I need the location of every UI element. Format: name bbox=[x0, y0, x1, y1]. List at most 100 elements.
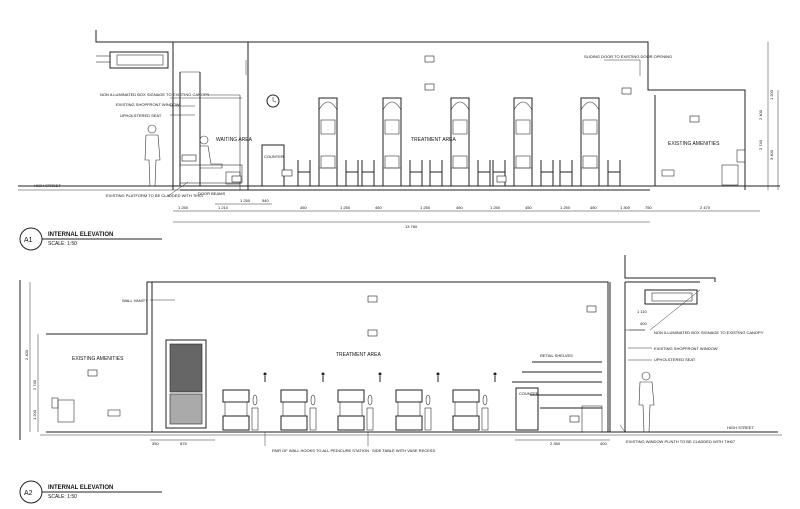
a2-seat-label: UPHOLSTERED SEAT bbox=[654, 357, 696, 362]
a2-street-label: HIGH STREET bbox=[727, 425, 754, 430]
chair-icon bbox=[607, 160, 621, 186]
vase-icon bbox=[482, 394, 488, 406]
chair-icon bbox=[559, 160, 573, 186]
treatment-station bbox=[297, 97, 359, 187]
treatment-station bbox=[492, 97, 554, 187]
a1-vert-dim-label: 2 740 bbox=[758, 139, 763, 150]
elevation-marker-a1 bbox=[19, 227, 162, 251]
a1-vert-dim-label: 2 400 bbox=[758, 109, 763, 120]
elevation-a2 bbox=[19, 255, 782, 446]
treatment-station bbox=[429, 97, 491, 187]
a1-treatment-label: TREATMENT AREA bbox=[411, 137, 456, 143]
side-table bbox=[309, 407, 317, 431]
treatment-station bbox=[361, 97, 423, 187]
a1-dim-label: 2 470 bbox=[700, 205, 711, 210]
chair-icon bbox=[409, 160, 423, 186]
side-table bbox=[481, 407, 489, 431]
a1-dim-label: 1 250 bbox=[490, 205, 501, 210]
a1-dim-label: 750 bbox=[645, 205, 652, 210]
pedicure-station bbox=[280, 372, 325, 431]
a1-dim-label: 450 bbox=[525, 205, 532, 210]
a1-signage-label: NON ILLUMINATED BOX SIGNAGE TO EXISTING … bbox=[100, 92, 210, 97]
a1-dim-label: 1 250 bbox=[340, 205, 351, 210]
a2-dim-label: 875 bbox=[180, 441, 187, 446]
a1-street-label: HIGH STREET bbox=[34, 183, 61, 188]
a2-vert-dim-label: 2 400 bbox=[24, 349, 29, 360]
vase-icon bbox=[310, 394, 316, 406]
seated-figure-icon bbox=[199, 135, 223, 169]
retail-shelves bbox=[512, 361, 602, 409]
a2-dim-label: 350 bbox=[152, 441, 159, 446]
chair-icon bbox=[540, 160, 554, 186]
pedicure-station bbox=[452, 372, 497, 431]
vase-icon bbox=[367, 394, 373, 406]
pedicure-station bbox=[222, 372, 267, 431]
a1-dim-label: 1 250 bbox=[178, 205, 189, 210]
a1-dim-label: 1 250 bbox=[560, 205, 571, 210]
elevation-marker-a2 bbox=[19, 480, 162, 504]
a1-scale: SCALE: 1:50 bbox=[48, 241, 77, 247]
a2-plinth-label: EXISTING WINDOW PLINTH TO BE CLADDED WIT… bbox=[626, 439, 736, 444]
a2-signage-label: NON ILLUMINATED BOX SIGNAGE TO EXISTING … bbox=[654, 330, 764, 335]
a2-hooks-label: PAIR OF WALL HOOKS TO ALL PEDICURE STATI… bbox=[272, 448, 369, 453]
a2-vert-dim-label: 1 200 bbox=[32, 409, 37, 420]
treatment-stations-a2 bbox=[222, 372, 497, 431]
a2-side-table-label: SIDE TABLE WITH VASE RECESS bbox=[372, 448, 435, 453]
chair-icon bbox=[345, 160, 359, 186]
chair-icon bbox=[429, 160, 443, 186]
a1-door-beam-label: DOOR BEAMS bbox=[198, 191, 225, 196]
vase-icon bbox=[252, 394, 258, 406]
a1-shopfront-label: EXISTING SHOPFRONT WINDOW bbox=[116, 102, 180, 107]
a1-dim-label: 450 bbox=[456, 205, 463, 210]
a1-dim-label: 13 760 bbox=[405, 224, 418, 229]
side-table bbox=[251, 407, 259, 431]
a2-title: INTERNAL ELEVATION bbox=[48, 485, 113, 491]
a2-dim-label: 400 bbox=[640, 321, 647, 326]
a2-amenities-label: EXISTING AMENITIES bbox=[72, 356, 124, 362]
side-table bbox=[424, 407, 432, 431]
pedicure-station bbox=[337, 372, 382, 431]
a2-dim-label: 400 bbox=[600, 441, 607, 446]
a1-seat-label: UPHOLSTERED SEAT bbox=[120, 113, 162, 118]
clock-icon bbox=[266, 94, 280, 108]
treatment-stations-a1 bbox=[297, 97, 621, 187]
a1-vert-dim-label: 1 200 bbox=[769, 89, 774, 100]
a2-scale: SCALE: 1:50 bbox=[48, 494, 77, 500]
a2-dim-label: 1 110 bbox=[637, 309, 647, 314]
a1-counter-label: COUNTER bbox=[264, 154, 284, 159]
treatment-station bbox=[559, 97, 621, 187]
chair-icon bbox=[297, 160, 311, 186]
a2-counter-label: COUNTER bbox=[519, 391, 539, 396]
a1-amenities-label: EXISTING AMENITIES bbox=[668, 141, 720, 147]
elevation-a1 bbox=[18, 30, 780, 223]
a2-treatment-label: TREATMENT AREA bbox=[336, 352, 381, 358]
person-figure-icon-a2 bbox=[638, 371, 655, 433]
a1-dim-label: 450 bbox=[300, 205, 307, 210]
a1-platform-label: EXISTING PLATFORM TO BE CLADDED WITH TIH… bbox=[106, 193, 204, 198]
a1-dim-label: 1 300 bbox=[620, 205, 631, 210]
chair-icon bbox=[492, 160, 506, 186]
a2-shopfront-label: EXISTING SHOPFRONT WINDOW bbox=[654, 346, 718, 351]
a2-wall-vanity-label: WALL VANITY bbox=[122, 298, 148, 303]
chair-icon bbox=[477, 160, 491, 186]
marker-a2-text: A2 bbox=[24, 490, 33, 497]
a1-dim-label: 450 bbox=[590, 205, 597, 210]
vase-icon bbox=[425, 394, 431, 406]
a2-dim-label: 2 350 bbox=[550, 441, 561, 446]
a1-dim-label: 540 bbox=[262, 198, 269, 203]
a1-dim-label: 1 210 bbox=[218, 205, 229, 210]
side-table bbox=[366, 407, 374, 431]
a1-dim-label: 450 bbox=[375, 205, 382, 210]
chair-icon bbox=[361, 160, 375, 186]
a1-dimension-labels: 1 250 1 210 1 250 540 450 1 250 450 1 250 450 1 2… bbox=[178, 89, 774, 229]
marker-a1-text: A1 bbox=[24, 237, 33, 244]
a1-dim-label: 1 250 bbox=[420, 205, 431, 210]
pedicure-station bbox=[395, 372, 440, 431]
person-figure-icon bbox=[144, 124, 161, 187]
a1-sliding-door-label: SLIDING DOOR TO EXISTING DOOR OPENING bbox=[584, 54, 672, 59]
a1-vert-dim-label: 3 400 bbox=[769, 149, 774, 160]
a1-waiting-label: WAITING AREA bbox=[216, 137, 253, 143]
a1-title: INTERNAL ELEVATION bbox=[48, 232, 113, 238]
